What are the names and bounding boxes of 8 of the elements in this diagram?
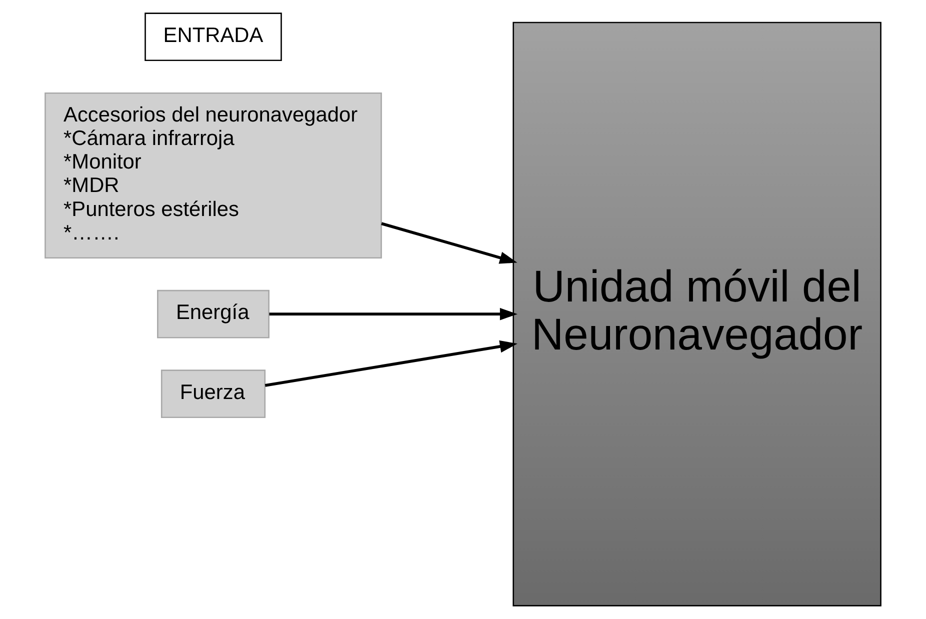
node-box: Fuerza [160,370,266,418]
arrow [264,340,518,387]
node-box: Accesorios del neuronavegador *Cámara infrarroja *Monitor *MDR *Punteros estériles *……. [44,92,382,258]
node-box: ENTRADA [144,12,282,62]
node-box: Unidad móvil del Neuronavegador [512,22,882,606]
node-box: Energía [157,290,270,338]
arrow [381,222,518,264]
arrow [269,308,518,320]
